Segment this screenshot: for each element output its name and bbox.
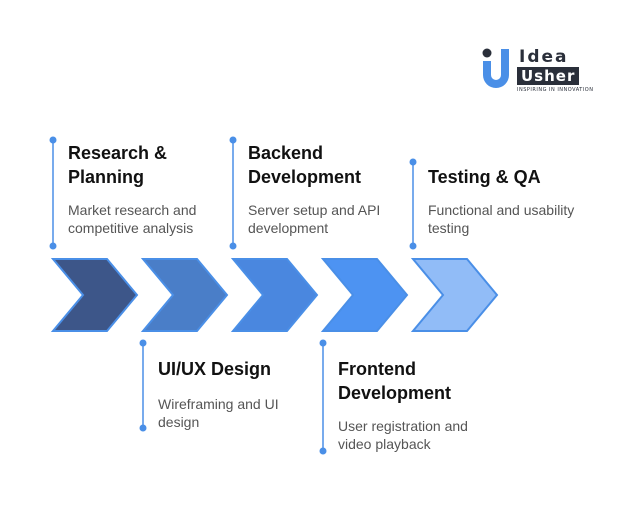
step-description: Market research and competitive analysis xyxy=(68,202,197,236)
connector-dot xyxy=(319,339,327,347)
connector-testing xyxy=(409,158,417,250)
step-title: Frontend Development xyxy=(338,359,452,403)
step-label-uiux: UI/UX Design Wireframing and UI design xyxy=(158,357,308,431)
step-description: User registration and video playback xyxy=(338,418,468,452)
connector-dot xyxy=(49,242,57,250)
logo-tagline: INSPIRING IN INNOVATION xyxy=(517,87,594,93)
logo-mark-icon xyxy=(482,48,509,88)
step-label-research: Research & Planning Market research and … xyxy=(68,141,218,237)
logo-text-idea: Idea xyxy=(519,47,569,67)
connector-dot xyxy=(49,136,57,144)
step-title: Testing & QA xyxy=(428,167,541,187)
logo-text-usher: Usher xyxy=(517,67,580,85)
step-label-frontend: Frontend Development User registration a… xyxy=(338,357,488,453)
chevron-research xyxy=(50,258,139,332)
step-title: Backend Development xyxy=(248,143,362,187)
connector-frontend xyxy=(319,339,327,455)
connector-uiux xyxy=(139,339,147,432)
connector-dot xyxy=(229,136,237,144)
connector-research xyxy=(49,136,57,250)
brand-logo: Idea Usher INSPIRING IN INNOVATION xyxy=(481,45,593,95)
step-description: Functional and usability testing xyxy=(428,202,575,236)
step-title: UI/UX Design xyxy=(158,359,272,379)
step-label-backend: Backend Development Server setup and API… xyxy=(248,141,398,237)
chevron-backend xyxy=(230,258,319,332)
connector-dot xyxy=(319,447,327,455)
step-title: Research & Planning xyxy=(68,143,168,187)
step-label-testing: Testing & QA Functional and usability te… xyxy=(428,165,578,237)
chevron-uiux xyxy=(140,258,229,332)
connector-dot xyxy=(409,158,417,166)
chevron-testing xyxy=(410,258,499,332)
connector-backend xyxy=(229,136,237,250)
connector-dot xyxy=(409,242,417,250)
step-description: Wireframing and UI design xyxy=(158,396,279,430)
connector-dot xyxy=(229,242,237,250)
chevron-frontend xyxy=(320,258,409,332)
step-description: Server setup and API development xyxy=(248,202,381,236)
connector-dot xyxy=(139,339,147,347)
connector-dot xyxy=(139,424,147,432)
